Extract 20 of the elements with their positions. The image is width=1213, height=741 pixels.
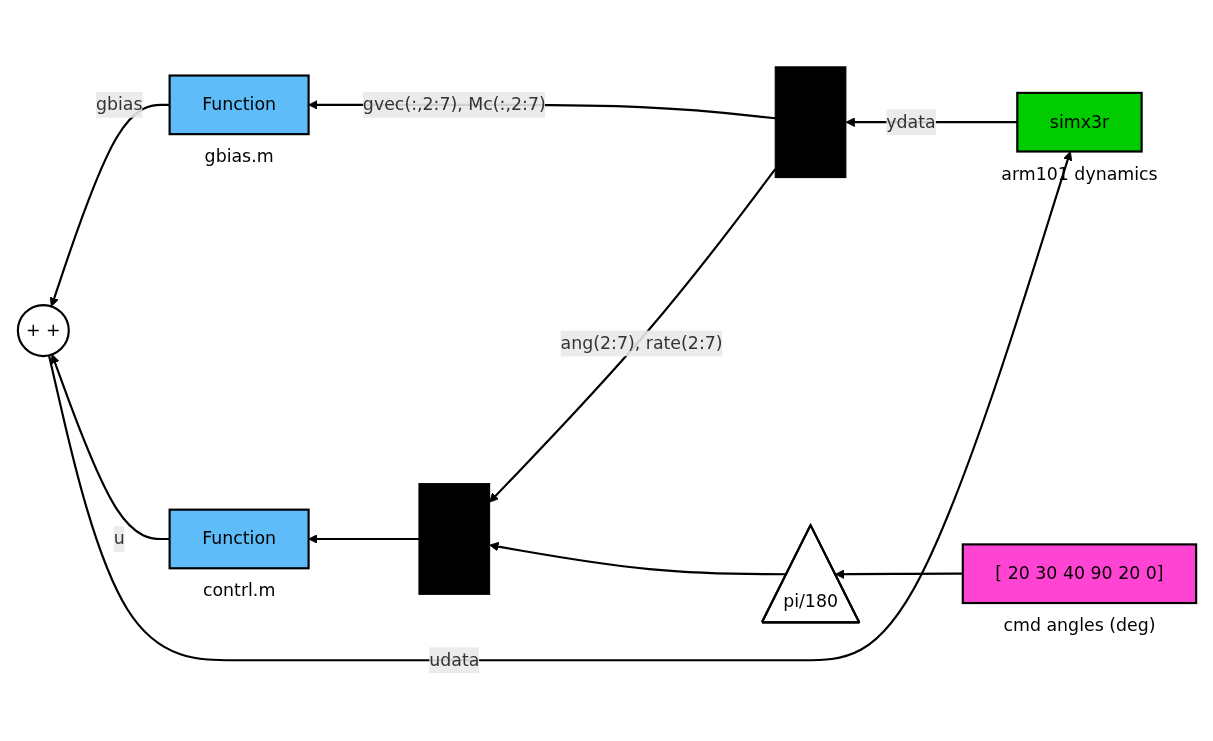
node-box: [ 20 30 40 90 20 0] bbox=[961, 543, 1197, 605]
node-label: contrl.m bbox=[202, 580, 275, 602]
arrow bbox=[49, 104, 170, 308]
node-label: cmd angles (deg) bbox=[1002, 615, 1155, 636]
arrow bbox=[50, 354, 170, 541]
node-bar bbox=[774, 66, 846, 179]
edge-label: u bbox=[113, 528, 125, 550]
node-bar bbox=[417, 483, 490, 596]
node-box: Function bbox=[168, 509, 310, 570]
node-box: simx3r bbox=[1015, 92, 1143, 153]
edge-label: udata bbox=[428, 649, 479, 671]
edge-label: ydata bbox=[885, 111, 936, 133]
node-circle: + + bbox=[16, 304, 70, 358]
arrow bbox=[47, 151, 1072, 662]
node-box: Function bbox=[168, 74, 310, 136]
edge-label: ang(2:7), rate(2:7) bbox=[560, 332, 723, 354]
arrow bbox=[834, 569, 963, 580]
edge-label: gbias bbox=[95, 94, 142, 116]
node-label: gbias.m bbox=[204, 146, 274, 168]
edge-label: gvec(:,2:7), Mc(:,2:7) bbox=[362, 94, 546, 116]
